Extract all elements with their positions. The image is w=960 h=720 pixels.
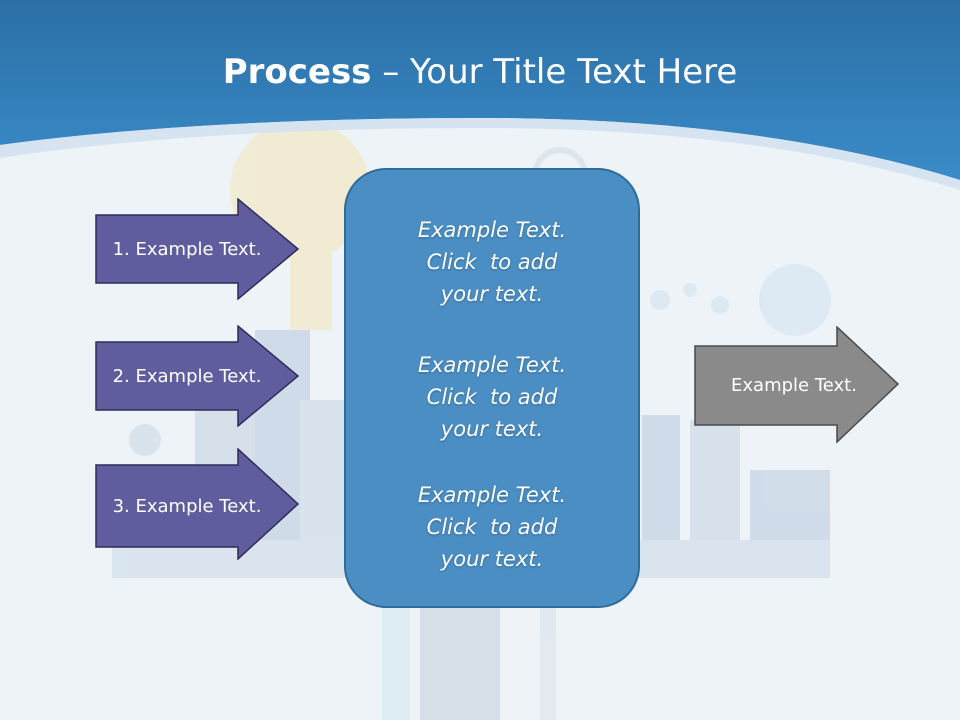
block-1-line-2: Click to add [426, 250, 558, 274]
block-3-line-3: your text. [440, 547, 544, 571]
block-1-line-1: Example Text. [417, 218, 567, 242]
arrow-right-icon [95, 448, 300, 560]
block-2-line-2: Click to add [426, 385, 558, 409]
left-arrow-3[interactable]: 3. Example Text. [95, 448, 300, 560]
block-3-line-2: Click to add [426, 515, 558, 539]
block-2-line-1: Example Text. [417, 353, 567, 377]
center-text-block-2: Example Text. Click to add your text. [346, 349, 638, 445]
left-arrow-1[interactable]: 1. Example Text. [95, 198, 300, 300]
center-text-box[interactable]: Example Text. Click to add your text. Ex… [344, 168, 640, 608]
arrow-right-icon [95, 325, 300, 427]
slide-title: Process – Your Title Text Here [0, 52, 960, 92]
left-arrow-2[interactable]: 2. Example Text. [95, 325, 300, 427]
arrow-right-icon [95, 198, 300, 300]
left-arrow-3-label: 3. Example Text. [112, 495, 262, 517]
left-arrow-1-label: 1. Example Text. [112, 238, 262, 260]
block-1-line-3: your text. [440, 282, 544, 306]
right-arrow[interactable]: Example Text. [694, 326, 900, 444]
block-2-line-3: your text. [440, 417, 544, 441]
center-text-block-1: Example Text. Click to add your text. [346, 214, 638, 310]
block-3-line-1: Example Text. [417, 483, 567, 507]
right-arrow-label: Example Text. [731, 374, 857, 396]
center-text-block-3: Example Text. Click to add your text. [346, 479, 638, 575]
left-arrow-2-label: 2. Example Text. [112, 365, 262, 387]
title-bold: Process [222, 52, 372, 92]
title-rest: – Your Title Text Here [371, 52, 738, 92]
arrow-right-icon [694, 326, 900, 444]
